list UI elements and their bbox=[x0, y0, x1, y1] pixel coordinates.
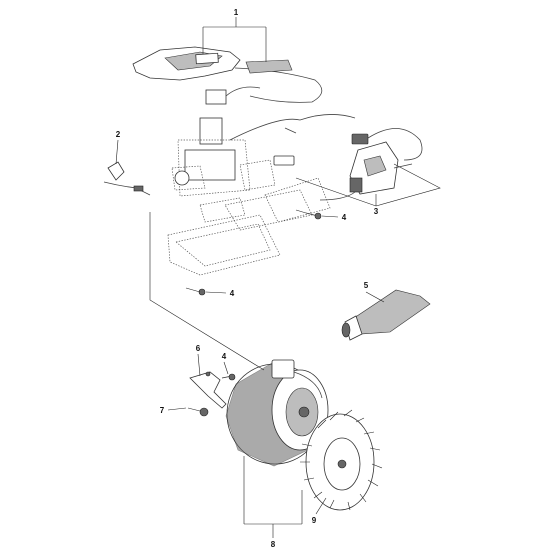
callout-9: 9 bbox=[312, 516, 317, 525]
part-4-screw-upper[interactable] bbox=[295, 209, 322, 220]
callout-4-lower: 4 bbox=[222, 352, 227, 361]
part-5-grease-tube[interactable] bbox=[341, 289, 431, 341]
part-9-fan[interactable] bbox=[300, 409, 383, 511]
callout-5: 5 bbox=[364, 281, 369, 290]
part-6-bracket[interactable] bbox=[189, 371, 227, 409]
callout-6: 6 bbox=[196, 344, 201, 353]
callout-1: 1 bbox=[234, 8, 239, 17]
part-4-screw-lower[interactable] bbox=[221, 373, 236, 381]
part-1-label-plate[interactable] bbox=[245, 59, 293, 74]
callout-2: 2 bbox=[116, 130, 121, 139]
part-1-cover[interactable] bbox=[132, 46, 323, 103]
part-7-screw[interactable] bbox=[187, 407, 209, 417]
callout-4-upper: 4 bbox=[342, 213, 347, 222]
control-board-assembly[interactable] bbox=[171, 86, 356, 197]
control-board-lower[interactable] bbox=[167, 177, 356, 276]
callout-3: 3 bbox=[374, 207, 379, 216]
callout-8: 8 bbox=[271, 540, 276, 549]
callout-4-middle: 4 bbox=[230, 289, 235, 298]
part-8-motor[interactable] bbox=[225, 359, 329, 467]
leader-lines bbox=[115, 17, 441, 538]
part-4-screw-middle[interactable] bbox=[185, 287, 206, 296]
callout-7: 7 bbox=[160, 406, 165, 415]
part-2-sensor[interactable] bbox=[103, 161, 151, 196]
part-3-switch[interactable] bbox=[349, 128, 423, 195]
